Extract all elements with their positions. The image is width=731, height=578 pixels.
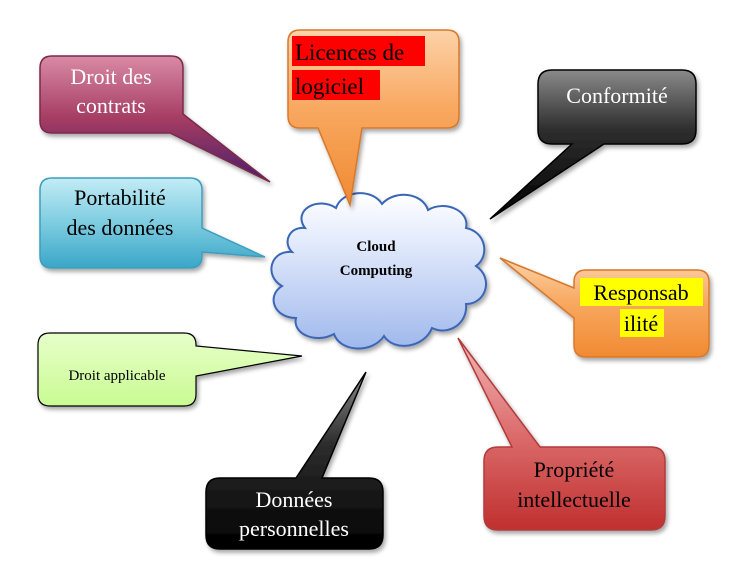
callout-droit-des-contrats: Droit des contrats xyxy=(39,55,271,183)
droit-contrats-line1: Droit des xyxy=(70,64,151,89)
responsabilite-line2: ilité xyxy=(624,311,658,336)
propriete-line1: Propriété xyxy=(534,457,615,482)
conformite-line1: Conformité xyxy=(566,83,667,108)
callout-donnees-personnelles: Données personnelles xyxy=(205,371,384,550)
callout-conformite: Conformité xyxy=(489,69,697,220)
callout-propriete-intellectuelle: Propriété intellectuelle xyxy=(457,337,666,531)
licences-highlight-1 xyxy=(292,36,425,66)
licences-highlight-2 xyxy=(292,70,380,100)
cloud-shape xyxy=(270,192,487,350)
callout-droit-applicable: Droit applicable xyxy=(37,332,303,407)
responsabilite-line1: Responsab xyxy=(593,280,688,305)
responsabilite-highlight-1 xyxy=(580,278,703,306)
center-label-line2: Computing xyxy=(340,263,413,279)
licences-line1: Licences de xyxy=(295,40,404,65)
droit-contrats-line2: contrats xyxy=(76,93,146,118)
donnees-line1: Données xyxy=(256,487,333,512)
portabilite-line1: Portabilité xyxy=(74,185,166,210)
licences-line2: logiciel xyxy=(295,74,364,99)
droit-applicable-line1: Droit applicable xyxy=(68,368,165,384)
center-label-line1: Cloud xyxy=(356,239,396,255)
callout-licences-de-logiciel: Licences de logiciel xyxy=(287,29,460,208)
propriete-line2: intellectuelle xyxy=(517,487,631,512)
callout-portabilite-des-donnees: Portabilité des données xyxy=(39,177,266,269)
portabilite-line2: des données xyxy=(67,215,174,240)
responsabilite-highlight-2 xyxy=(620,309,664,337)
callout-responsabilite: Responsab ilité xyxy=(499,257,710,358)
donnees-line2: personnelles xyxy=(239,516,349,541)
